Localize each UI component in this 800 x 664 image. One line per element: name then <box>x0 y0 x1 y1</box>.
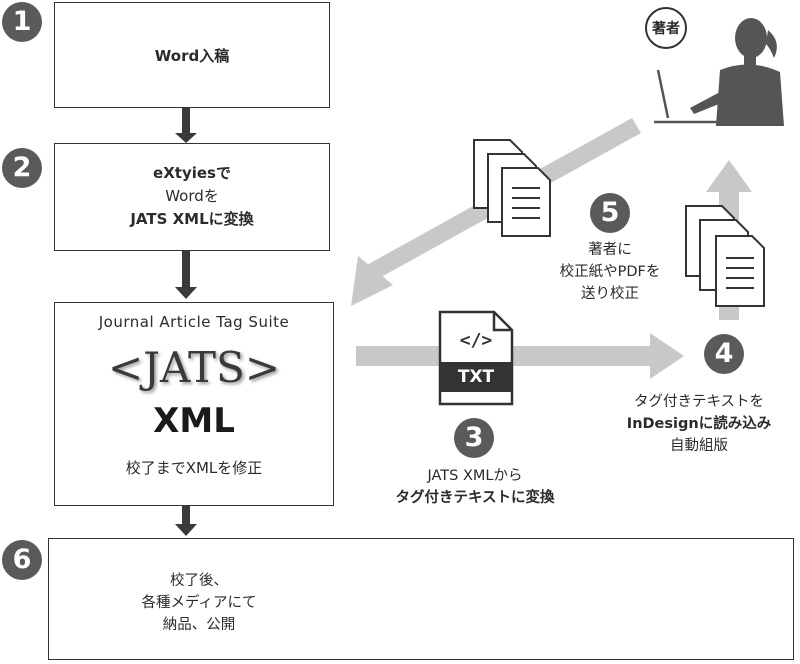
txt-label: TXT <box>457 367 495 387</box>
step-6-line-3: 納品、公開 <box>162 617 236 633</box>
step-4-line-2: InDesignに読み込み <box>626 416 772 432</box>
step-5-badge: 5 <box>590 193 630 233</box>
pdf-label: PDF <box>710 601 746 620</box>
step-3-badge: 3 <box>454 418 494 458</box>
txt-code-glyph: </> <box>459 330 493 351</box>
jats-subtitle: Journal Article Tag Suite <box>98 313 290 331</box>
down-arrow-1-2 <box>175 108 197 143</box>
jats-logo: <JATS> <box>107 343 281 392</box>
author-badge-circle <box>645 7 687 49</box>
jats-box: Journal Article Tag Suite <JATS> XML 校了ま… <box>54 302 334 506</box>
step-4-badge: 4 <box>704 334 744 374</box>
step-1-badge: 1 <box>2 2 42 42</box>
laptop-icon <box>654 69 730 124</box>
proof-documents-icon <box>473 139 551 237</box>
down-arrow-jats-6 <box>175 505 197 536</box>
step-5-line-3: 送り校正 <box>581 286 639 302</box>
jats-note: 校了までXMLを修正 <box>125 459 263 477</box>
step-1-box: Word入稿 <box>54 2 330 108</box>
step-5-line-2: 校正紙やPDFを <box>559 264 661 280</box>
step-3-line-1: JATS XMLから <box>427 468 523 484</box>
author-silhouette-icon <box>690 18 784 126</box>
txt-file-icon <box>438 310 514 406</box>
arrow-jats-to-indesign <box>356 333 684 379</box>
step-6-box: 校了後、 各種メディアにて 納品、公開 <box>48 538 794 660</box>
down-arrow-2-jats <box>175 251 197 299</box>
step-2-box: eXtyiesで Wordを JATS XMLに変換 <box>54 143 330 251</box>
typeset-documents-icon <box>685 205 765 307</box>
step-1-label: Word入稿 <box>154 47 230 65</box>
step-4-line-3: 自動組版 <box>670 438 728 454</box>
jats-xml-label: XML <box>153 401 235 441</box>
step-2-line-2: Wordを <box>165 187 219 205</box>
author-label: 著者 <box>652 21 680 37</box>
step-3-line-2: タグ付きテキストに変換 <box>395 490 555 506</box>
step-2-badge: 2 <box>2 148 42 188</box>
step-6-line-2: 各種メディアにて <box>141 595 257 611</box>
step-4-line-1: タグ付きテキストを <box>633 394 765 410</box>
step-6-badge: 6 <box>2 540 42 580</box>
step-6-line-1: 校了後、 <box>170 573 228 589</box>
step-2-line-3: JATS XMLに変換 <box>130 210 254 228</box>
step-5-line-1: 著者に <box>588 242 632 258</box>
step-2-line-1: eXtyiesで <box>153 164 231 182</box>
